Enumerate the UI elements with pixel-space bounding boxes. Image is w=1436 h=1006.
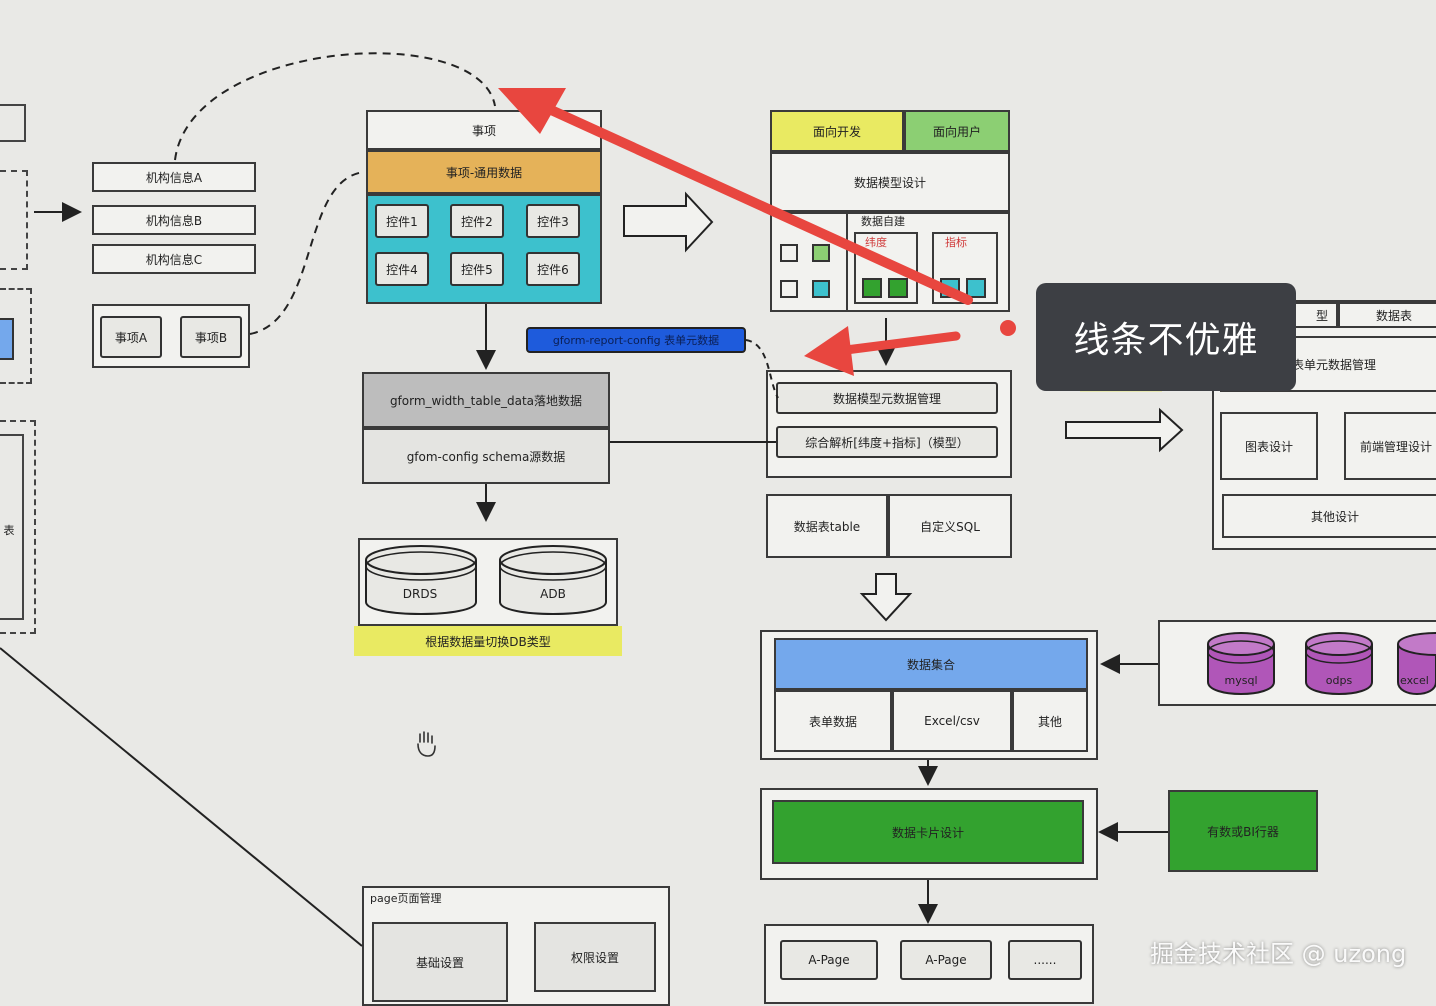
- bi-tool: 有数或BI行器: [1168, 790, 1318, 872]
- item-a: 事项A: [100, 316, 162, 358]
- a-page-1: A-Page: [780, 940, 878, 980]
- control-4: 控件4: [375, 252, 429, 286]
- dim-sq-2: [888, 278, 908, 298]
- annotation-callout: 线条不优雅: [1036, 283, 1296, 391]
- hollow-arrow-center: [623, 191, 714, 253]
- permission-settings: 权限设置: [534, 922, 656, 992]
- dataset-header: 数据集合: [774, 638, 1088, 690]
- excel-label: excel: [1400, 673, 1429, 687]
- watermark: 掘金技术社区 @ uzong: [1150, 940, 1407, 968]
- other-design: 其他设计: [1222, 494, 1436, 538]
- gform-width-table-data: gform_width_table_data落地数据: [362, 372, 610, 428]
- grid-sq-2: [812, 244, 830, 262]
- odps-cylinder: [1305, 632, 1373, 695]
- comprehensive-analysis: 综合解析[纬度+指标]（模型）: [776, 426, 998, 458]
- left-dashed-box-1: [0, 170, 28, 270]
- self-build-label: 数据自建: [861, 215, 905, 228]
- dev-facing: 面向开发: [770, 110, 904, 152]
- chart-design: 图表设计: [1220, 412, 1318, 480]
- left-blue-block: [0, 318, 14, 360]
- control-3: 控件3: [526, 204, 580, 238]
- data-model-design: 数据模型设计: [770, 152, 1010, 212]
- page-management-title: page页面管理: [370, 892, 442, 905]
- hand-cursor-icon: [417, 731, 436, 757]
- odps-label: odps: [1325, 673, 1353, 687]
- grid-sq-3: [780, 280, 798, 298]
- org-info-a: 机构信息A: [92, 162, 256, 192]
- switch-db-label: 根据数据量切换DB类型: [425, 634, 551, 649]
- dim-sq-1: [862, 278, 882, 298]
- user-facing: 面向用户: [904, 110, 1010, 152]
- far-right-data-table: 数据表: [1338, 302, 1436, 328]
- left-dashed-box-3: [0, 420, 36, 634]
- other-source: 其他: [1012, 690, 1088, 752]
- grid-sq-4: [812, 280, 830, 298]
- control-6: 控件6: [526, 252, 580, 286]
- drds-cylinder: [365, 545, 477, 615]
- drds-label: DRDS: [402, 587, 438, 601]
- org-info-b: 机构信息B: [92, 205, 256, 235]
- dashed-report-to-meta: [745, 339, 779, 399]
- red-arrow-short: [804, 326, 961, 376]
- control-1: 控件1: [375, 204, 429, 238]
- left-grid-divider: [846, 212, 848, 312]
- org-info-c: 机构信息C: [92, 244, 256, 274]
- adb-cylinder: [499, 545, 607, 615]
- control-5: 控件5: [450, 252, 504, 286]
- left-inner-box: [0, 434, 24, 620]
- hollow-arrow-right: [1065, 407, 1184, 453]
- frontend-design: 前端管理设计: [1344, 412, 1436, 480]
- left-partial-label: 表: [3, 524, 15, 537]
- excel-csv: Excel/csv: [892, 690, 1012, 752]
- data-card-design: 数据卡片设计: [772, 800, 1084, 864]
- control-2: 控件2: [450, 204, 504, 238]
- red-arrow-long: [498, 88, 973, 305]
- item-b: 事项B: [180, 316, 242, 358]
- hollow-arrow-down: [859, 573, 913, 622]
- item-common-data: 事项-通用数据: [366, 150, 602, 194]
- mysql-label: mysql: [1224, 673, 1258, 687]
- form-data: 表单数据: [774, 690, 892, 752]
- switch-db-note: [354, 626, 622, 656]
- report-config-tag: gform-report-config 表单元数据: [526, 327, 746, 353]
- data-table: 数据表table: [766, 494, 888, 558]
- ind-sq-2: [966, 278, 986, 298]
- dashed-curve-items: [249, 171, 365, 335]
- gfom-config-schema: gfom-config schema源数据: [362, 428, 610, 484]
- meta-management: 数据模型元数据管理: [776, 382, 998, 414]
- adb-label: ADB: [540, 587, 566, 601]
- dashed-curve-top: [174, 52, 496, 161]
- a-page-2: A-Page: [900, 940, 992, 980]
- left-dashed-box-2: [0, 288, 32, 384]
- mysql-cylinder: [1207, 632, 1275, 695]
- custom-sql: 自定义SQL: [888, 494, 1012, 558]
- indicator-label: 指标: [945, 236, 967, 249]
- dimension-label: 纬度: [865, 236, 887, 249]
- excel-cylinder: [1397, 632, 1436, 695]
- red-dot: [1000, 320, 1016, 336]
- grid-sq-1: [780, 244, 798, 262]
- more-pages: ......: [1008, 940, 1082, 980]
- diagonal-line: [0, 647, 363, 947]
- sources-group: [1158, 620, 1436, 706]
- left-edge-box: [0, 104, 26, 142]
